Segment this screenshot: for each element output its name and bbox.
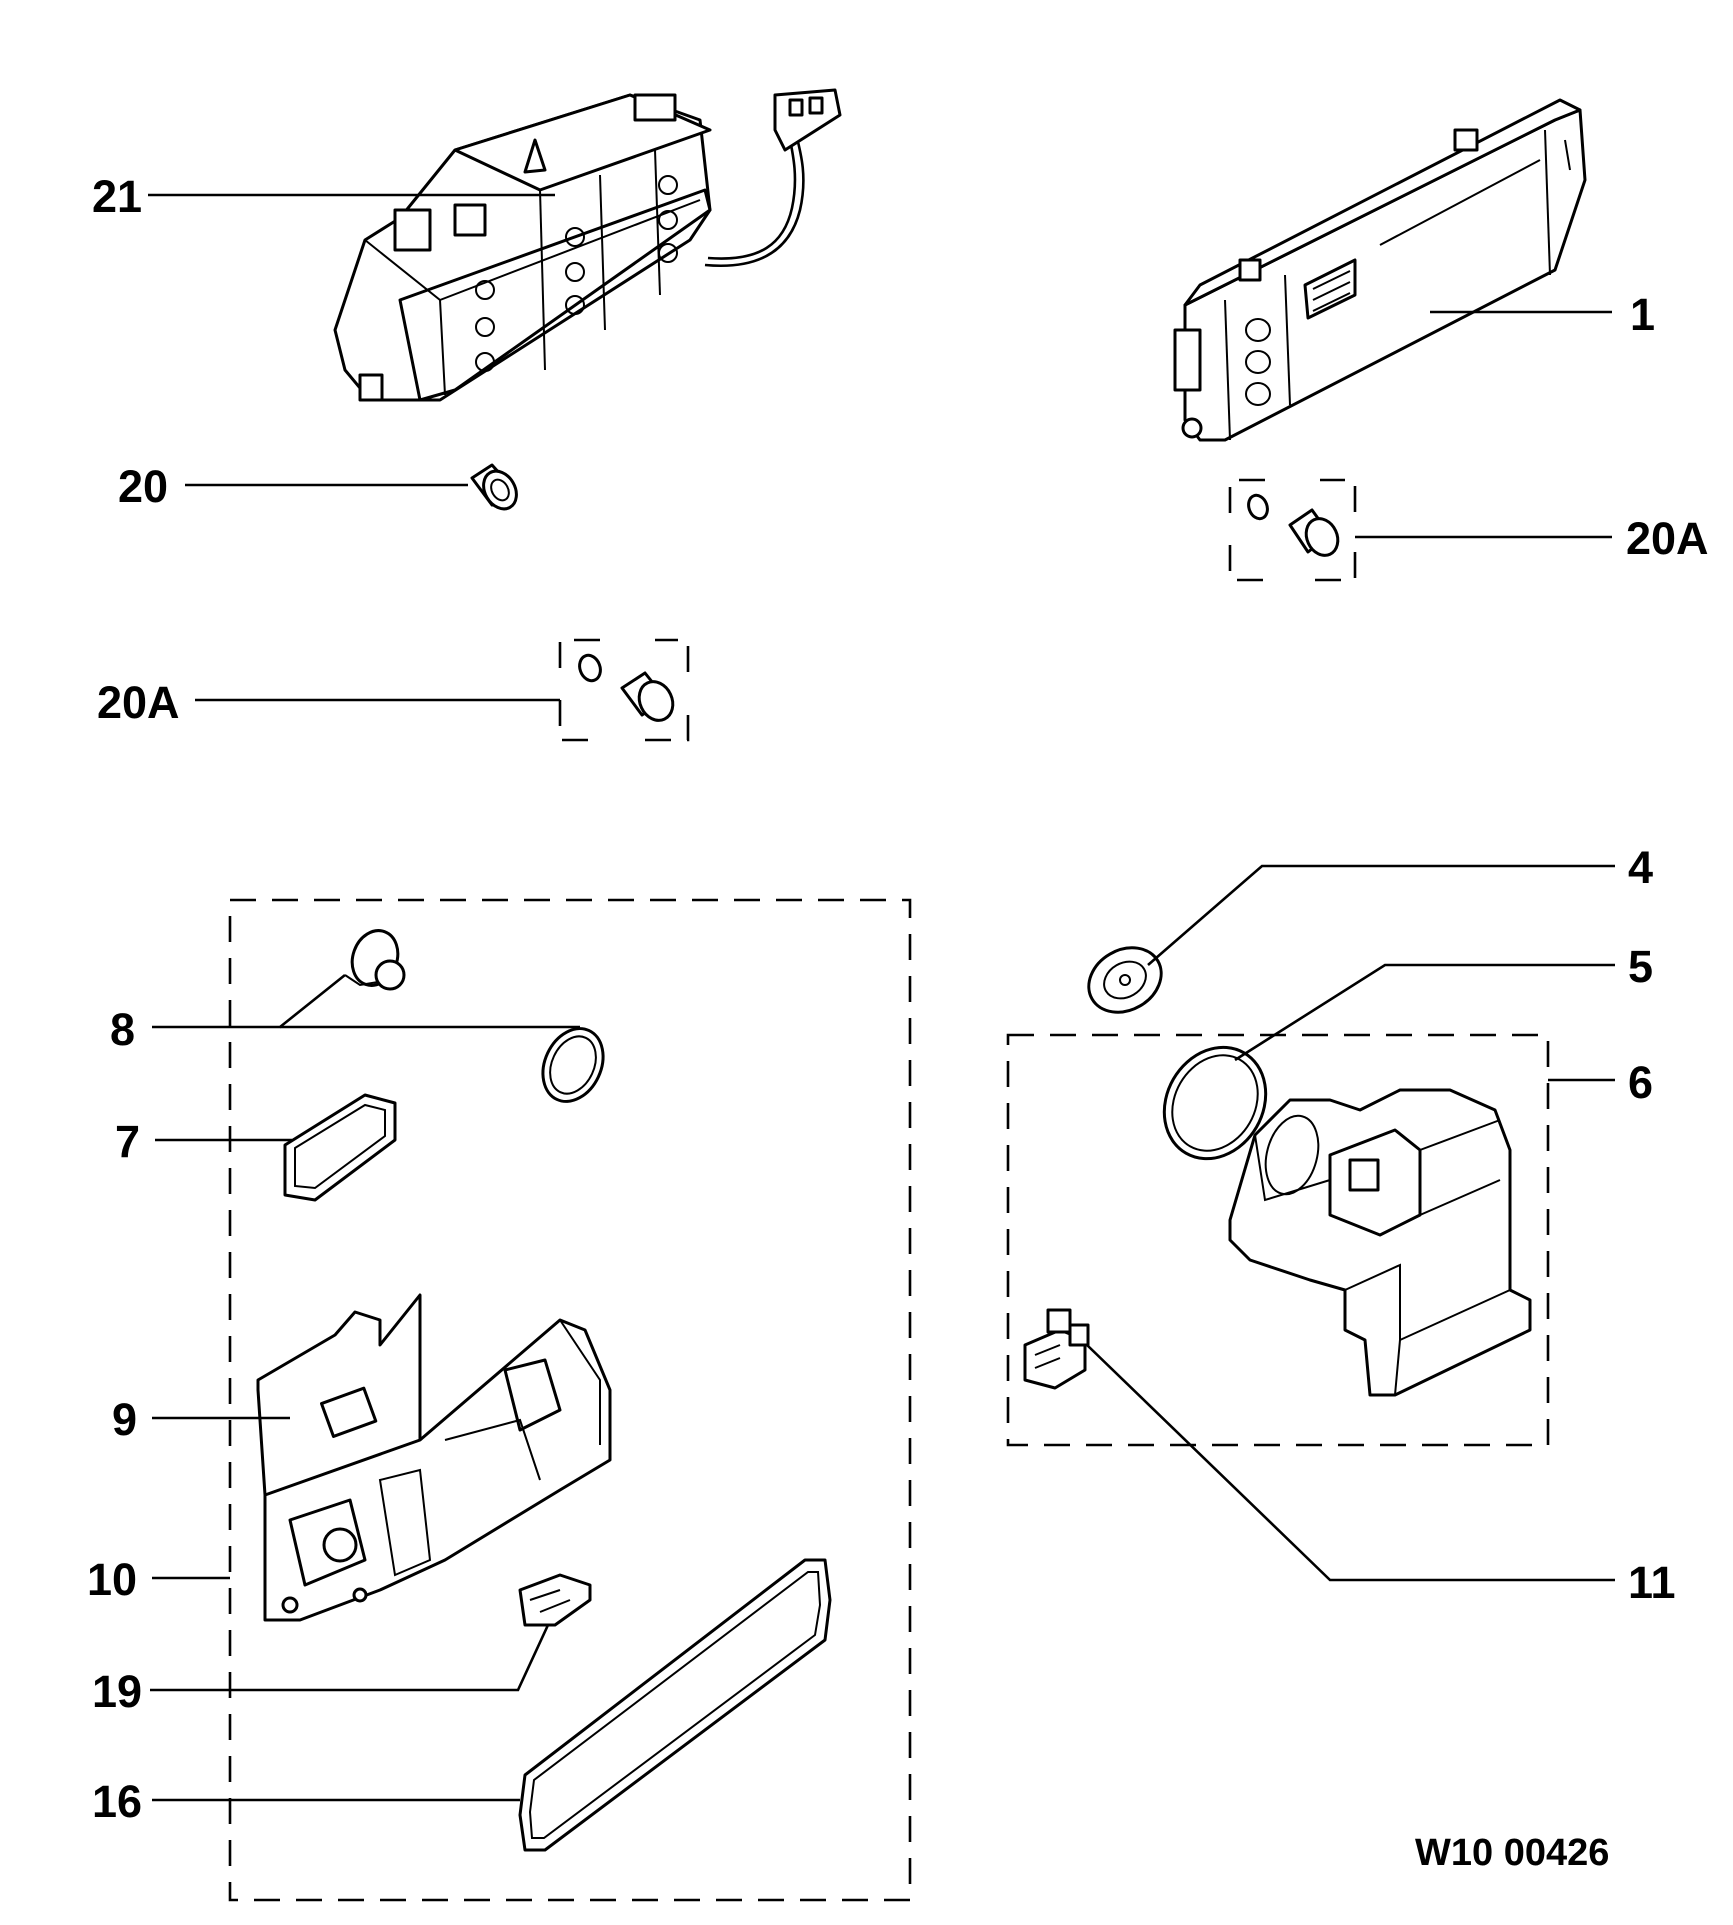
knob-icon	[558, 638, 690, 742]
dispenser-assembly-box	[1006, 1033, 1550, 1447]
callout-11: 11	[1628, 1557, 1676, 1608]
callout-16: 16	[92, 1776, 142, 1827]
knob-icon	[344, 929, 406, 991]
o-ring-icon	[541, 1027, 605, 1103]
latch-clip-icon	[518, 1573, 592, 1627]
callout-10: 10	[87, 1554, 137, 1605]
callout-20a-right: 20A	[1626, 513, 1709, 564]
callout-6: 6	[1628, 1057, 1653, 1108]
callout-19: 19	[92, 1666, 142, 1717]
dispenser-icon	[1228, 1088, 1532, 1397]
callout-9: 9	[112, 1394, 137, 1445]
knob-icon	[1228, 478, 1357, 582]
callout-20: 20	[118, 461, 168, 512]
callout-5: 5	[1628, 941, 1653, 992]
callout-4: 4	[1628, 842, 1653, 893]
callout-21: 21	[92, 171, 142, 222]
door-gasket-icon	[518, 1558, 832, 1852]
callout-20a-left: 20A	[97, 677, 180, 728]
leader-lines	[148, 193, 1615, 1802]
gasket-icon	[283, 1093, 397, 1202]
cap-icon	[1087, 946, 1163, 1014]
ring-gasket-icon	[1162, 1045, 1268, 1161]
switch-icon	[1023, 1308, 1090, 1390]
door-latch-icon	[256, 1293, 612, 1622]
knob-icon	[470, 463, 518, 511]
callout-1: 1	[1630, 289, 1655, 340]
callout-7: 7	[115, 1116, 140, 1167]
callout-8: 8	[110, 1004, 135, 1055]
control-panel-icon	[1173, 98, 1587, 442]
document-code: W10 00426	[1415, 1832, 1609, 1874]
control-module-icon	[333, 88, 842, 402]
door-latch-assembly-box	[228, 898, 912, 1902]
